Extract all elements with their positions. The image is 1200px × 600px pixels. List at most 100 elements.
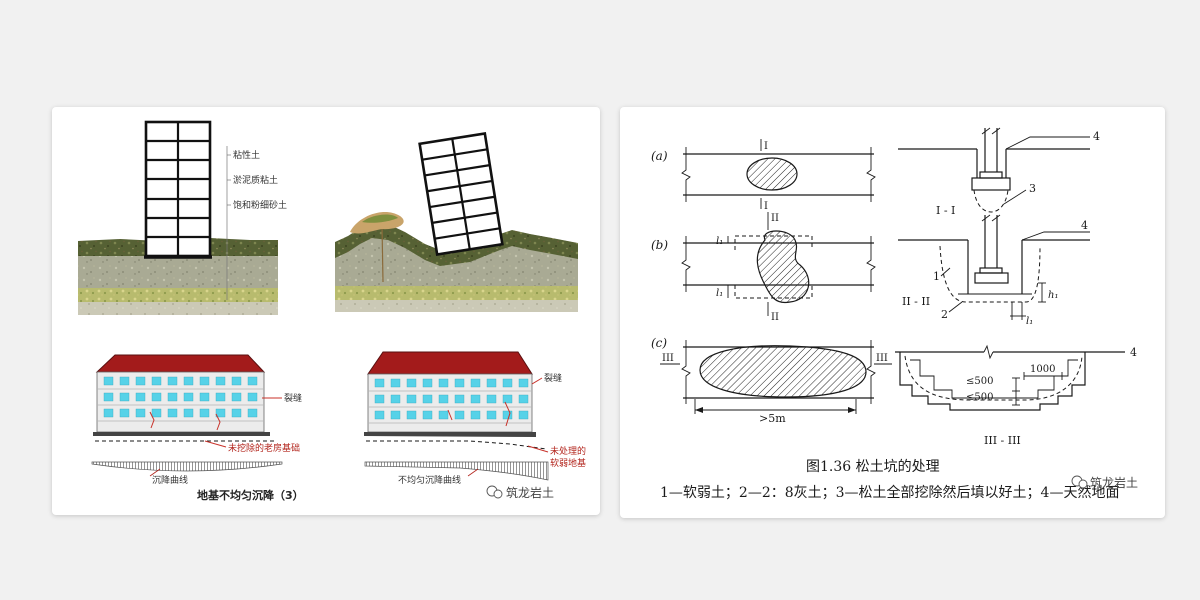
window [518, 394, 529, 404]
window [454, 394, 465, 404]
callout-3-a: 3 [1029, 182, 1036, 195]
dim-l1-top: l₁ [716, 236, 723, 247]
window [215, 408, 226, 418]
soft-ground-label-line1: 未处理的 [550, 445, 586, 457]
window [390, 410, 401, 420]
window [406, 378, 417, 388]
window [199, 392, 210, 402]
window [390, 378, 401, 388]
window-grid [103, 376, 258, 418]
dim-step-height-2: ≤500 [966, 392, 993, 403]
window [454, 378, 465, 388]
window [215, 376, 226, 386]
window [406, 410, 417, 420]
window [151, 376, 162, 386]
window [486, 378, 497, 388]
old-foundation-label: 未挖除的老房基础 [228, 442, 300, 454]
watermark-left: 筑龙岩土 [506, 485, 554, 500]
section-title-a: I - I [936, 204, 955, 217]
dim-l1-section: l₁ [1026, 316, 1033, 327]
crack-label-right: 裂缝 [544, 372, 562, 384]
watermark-right: 筑龙岩土 [1090, 475, 1138, 490]
soil-layer-leader [226, 146, 231, 300]
case-b-label: (b) [651, 238, 668, 252]
window [438, 410, 449, 420]
window [183, 408, 194, 418]
callout-2-b: 2 [941, 308, 948, 321]
right-drawing-card [620, 107, 1165, 518]
settlement-curve-left [91, 461, 283, 477]
section-mark-c-left: III [662, 353, 674, 364]
window [151, 408, 162, 418]
soil-profile-left [78, 238, 278, 315]
building-settlement-left [93, 354, 282, 448]
building-settlement-right [364, 351, 549, 453]
callout-4-b: 4 [1081, 219, 1088, 232]
window [486, 410, 497, 420]
dim-step-height-1: ≤500 [966, 376, 993, 387]
section-title-b: II - II [902, 295, 930, 308]
watermark-logo-icon [1071, 475, 1088, 489]
section-mark-c-right: III [876, 353, 888, 364]
section-mark-a-bottom: I [764, 201, 768, 212]
section-mark-b-top: II [771, 213, 779, 224]
soil-label-clay: 粘性土 [233, 149, 260, 161]
figure-legend: 1—软弱土；2—2：8灰土；3—松土全部挖除然后填以好土；4—天然地面 [660, 484, 1119, 501]
watermark-logo-icon [486, 485, 503, 499]
section-mark-a-top: I [764, 141, 768, 152]
window [486, 394, 497, 404]
soil-label-saturated-sand: 饱和粉细砂土 [233, 199, 287, 211]
window [135, 392, 146, 402]
window [119, 408, 130, 418]
tilted-building [418, 132, 504, 256]
window [374, 378, 385, 388]
case-b-plan [681, 212, 876, 316]
window [103, 376, 114, 386]
window [167, 376, 178, 386]
window [119, 376, 130, 386]
dim-h1: h₁ [1048, 290, 1058, 301]
window [199, 408, 210, 418]
window [103, 408, 114, 418]
case-a-label: (a) [651, 149, 668, 163]
window [470, 410, 481, 420]
window [422, 394, 433, 404]
soft-ground-label-line2: 软弱地基 [550, 457, 586, 469]
case-c-label: (c) [651, 336, 667, 350]
window [406, 394, 417, 404]
window [103, 392, 114, 402]
window [470, 394, 481, 404]
uneven-settlement-label: 不均匀沉降曲线 [398, 474, 461, 486]
window [215, 392, 226, 402]
window [502, 410, 513, 420]
window [247, 408, 258, 418]
window [167, 408, 178, 418]
window [518, 378, 529, 388]
figure-caption: 图1.36 松土坑的处理 [806, 459, 940, 475]
callout-4-c: 4 [1130, 346, 1137, 359]
window [135, 376, 146, 386]
crack-label-left: 裂缝 [284, 392, 302, 404]
window [518, 410, 529, 420]
section-c-drawing [895, 344, 1125, 411]
window [151, 392, 162, 402]
window [422, 410, 433, 420]
window [502, 378, 513, 388]
window-grid [374, 378, 529, 420]
left-panel-caption: 地基不均匀沉降（3） [197, 488, 304, 502]
window [183, 376, 194, 386]
window [231, 408, 242, 418]
window [374, 394, 385, 404]
window [454, 410, 465, 420]
window [119, 392, 130, 402]
window [438, 394, 449, 404]
window [390, 394, 401, 404]
window [374, 410, 385, 420]
window [167, 392, 178, 402]
case-c-plan [660, 340, 892, 414]
callout-1-b: 1 [933, 270, 940, 283]
tree [350, 211, 404, 283]
window [470, 378, 481, 388]
case-a-plan [681, 139, 876, 209]
